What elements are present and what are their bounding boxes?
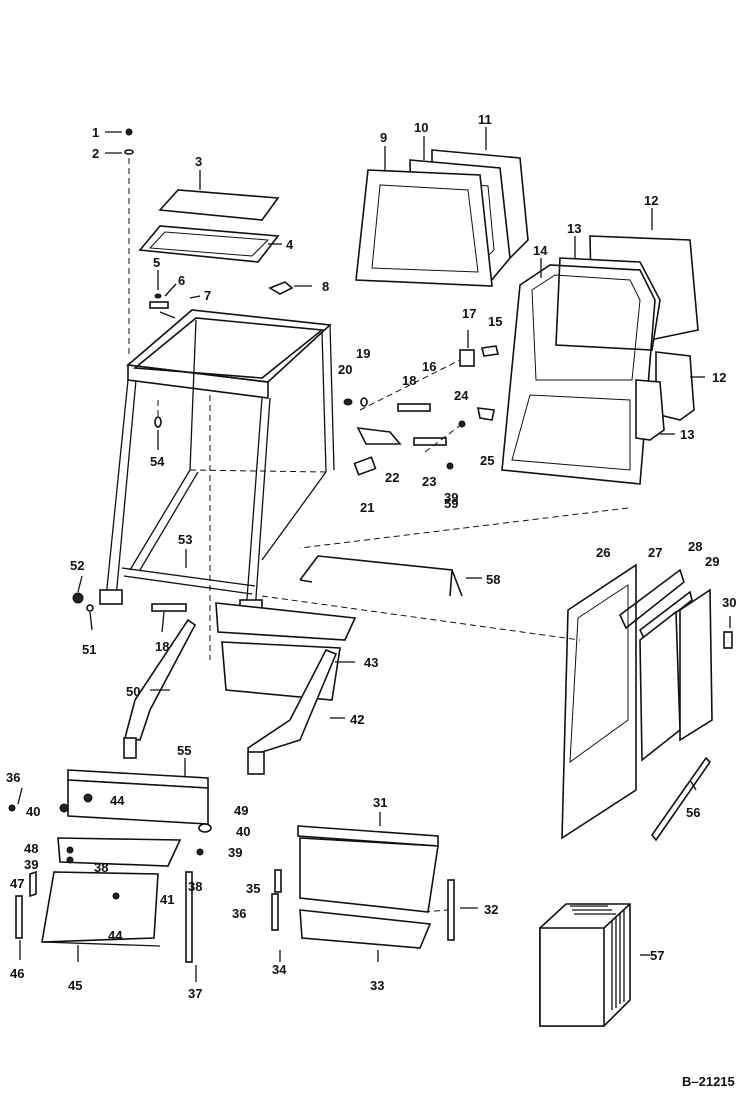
callout-40b: 40: [236, 824, 250, 839]
callout-45: 45: [68, 978, 82, 993]
callout-29: 29: [705, 554, 719, 569]
callout-20: 20: [338, 362, 352, 377]
callout-9: 9: [380, 130, 387, 145]
drawing-reference-code: B–21215: [682, 1074, 735, 1089]
callout-21: 21: [360, 500, 374, 515]
callout-18a: 18: [402, 373, 416, 388]
callout-35: 35: [246, 881, 260, 896]
lower-frame-drawing: [8, 555, 463, 963]
callout-48: 48: [24, 841, 38, 856]
callout-38a: 38: [94, 860, 108, 875]
callout-44a: 44: [110, 793, 125, 808]
callout-10: 10: [414, 120, 428, 135]
callout-4: 4: [286, 237, 294, 252]
callout-31: 31: [373, 795, 387, 810]
callout-24: 24: [454, 388, 469, 403]
callout-7: 7: [204, 288, 211, 303]
callout-2: 2: [92, 146, 99, 161]
callout-55: 55: [177, 743, 191, 758]
callout-47: 47: [10, 876, 24, 891]
callout-43: 43: [364, 655, 378, 670]
callout-25: 25: [480, 453, 494, 468]
callout-1: 1: [92, 125, 99, 140]
callout-15: 15: [488, 314, 502, 329]
callout-54: 54: [150, 454, 165, 469]
callout-36a: 36: [6, 770, 20, 785]
callout-28: 28: [688, 539, 702, 554]
callout-37: 37: [188, 986, 202, 1001]
cab-frame-drawing: [99, 128, 335, 660]
side-panel-drawing: [261, 507, 733, 1027]
callout-39a: 39: [24, 857, 38, 872]
callout-56: 56: [686, 805, 700, 820]
callout-42: 42: [350, 712, 364, 727]
callout-14: 14: [533, 243, 548, 258]
callout-22: 22: [385, 470, 399, 485]
callout-3: 3: [195, 154, 202, 169]
callout-11: 11: [478, 112, 492, 127]
callout-34: 34: [272, 962, 287, 977]
callout-23: 23: [422, 474, 436, 489]
callout-36b: 36: [232, 906, 246, 921]
callout-33: 33: [370, 978, 384, 993]
callout-labels: 1 2 3 4 5 6 7 8 9 10 11 12 12 13 13 14 1…: [6, 112, 736, 1001]
callout-13a: 13: [567, 221, 581, 236]
callout-59: 59: [444, 496, 458, 511]
callout-12a: 12: [644, 193, 658, 208]
callout-27: 27: [648, 545, 662, 560]
callout-13b: 13: [680, 427, 694, 442]
callout-44b: 44: [108, 928, 123, 943]
leader-lines: [17, 127, 731, 982]
callout-19: 19: [356, 346, 370, 361]
callout-53: 53: [178, 532, 192, 547]
callout-16: 16: [422, 359, 436, 374]
callout-8: 8: [322, 279, 329, 294]
callout-12b: 12: [712, 370, 726, 385]
callout-6: 6: [178, 273, 185, 288]
callout-52: 52: [70, 558, 84, 573]
callout-32: 32: [484, 902, 498, 917]
callout-38b: 38: [188, 879, 202, 894]
callout-39c: 39: [444, 490, 458, 505]
callout-41: 41: [160, 892, 174, 907]
callout-50: 50: [126, 684, 140, 699]
callout-51: 51: [82, 642, 96, 657]
callout-30: 30: [722, 595, 736, 610]
callout-40a: 40: [26, 804, 40, 819]
callout-26: 26: [596, 545, 610, 560]
callout-46: 46: [10, 966, 24, 981]
callout-39b: 39: [228, 845, 242, 860]
callout-5: 5: [153, 255, 160, 270]
callout-58: 58: [486, 572, 500, 587]
callout-18b: 18: [155, 639, 169, 654]
callout-17: 17: [462, 306, 476, 321]
callout-57: 57: [650, 948, 664, 963]
callout-49: 49: [234, 803, 248, 818]
door-windows-drawing: [343, 149, 699, 485]
